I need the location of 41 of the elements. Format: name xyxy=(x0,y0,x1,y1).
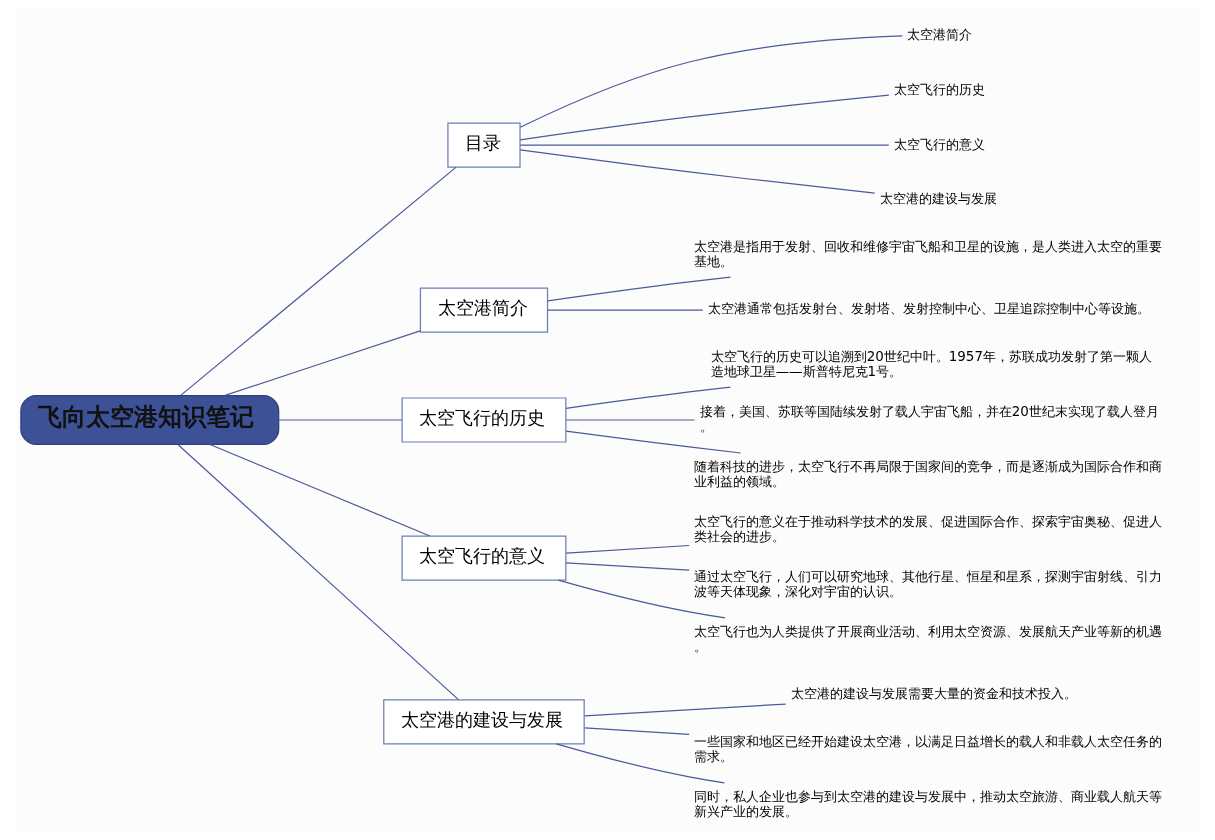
node-text: 太空港的建设与发展需要大量的资金和技术投入。 xyxy=(790,686,1077,702)
node-text: 太空港的建设与发展 xyxy=(879,191,997,207)
node-box: 太空港的建设与发展 xyxy=(382,699,585,745)
node-text: 太空港通常包括发射台、发射塔、发射控制中心、卫星追踪控制中心等设施。 xyxy=(707,301,1150,317)
connector xyxy=(557,579,726,619)
connector xyxy=(277,419,403,421)
node-box: 飞向太空港知识笔记 xyxy=(19,394,279,446)
connector xyxy=(564,386,731,409)
connector xyxy=(223,330,421,397)
connector xyxy=(179,166,456,396)
node-text: 太空飞行的意义在于推动科学技术的发展、促进国际合作、探索宇宙奥秘、促进人类社会的进步。 xyxy=(693,514,1162,544)
connector xyxy=(519,35,903,128)
connector xyxy=(177,444,459,701)
node-box: 太空飞行的意义 xyxy=(401,535,566,581)
connector xyxy=(208,443,430,537)
connector xyxy=(583,703,786,717)
node-text: 太空飞行的意义 xyxy=(893,136,985,152)
connector xyxy=(519,94,889,141)
node-text: 太空港简介 xyxy=(906,26,972,42)
node-text: 随着科技的进步，太空飞行不再局限于国家间的竞争，而是逐渐成为国际合作和商业利益的领域。 xyxy=(693,459,1162,489)
connector xyxy=(583,727,690,735)
connector xyxy=(565,419,695,421)
node-text: 接着，美国、苏联等国陆续发射了载人宇宙飞船，并在20世纪末实现了载人登月。 xyxy=(699,404,1159,434)
connector xyxy=(546,276,731,302)
connector xyxy=(519,144,889,146)
node-text: 同时，私人企业也参与到太空港的建设与发展中，推动太空旅游、商业载人航天等新兴产业的发展。 xyxy=(693,788,1162,819)
node-text: 太空飞行的历史可以追溯到20世纪中叶。1957年，苏联成功发射了第一颗人造地球卫星——斯普特尼克1号。 xyxy=(710,349,1152,379)
node-text: 一些国家和地区已经开始建设太空港，以满足日益增长的载人和非载人太空任务的需求。 xyxy=(693,734,1162,764)
connector xyxy=(565,544,690,554)
node-box: 目录 xyxy=(446,122,521,168)
node-text: 太空港是指用于发射、回收和维修宇宙飞船和卫星的设施，是人类进入太空的重要基地。 xyxy=(693,239,1162,269)
node-text: 通过太空飞行，人们可以研究地球、其他行星、恒星和星系，探测宇宙射线、引力波等天体现象，深化对宇宙的认识。 xyxy=(693,569,1162,599)
node-box: 太空飞行的历史 xyxy=(401,397,566,443)
node-text: 太空飞行的历史 xyxy=(893,81,985,97)
node-box: 太空港简介 xyxy=(419,287,548,333)
connector xyxy=(565,562,690,571)
connector xyxy=(565,430,741,454)
connector xyxy=(519,149,875,194)
node-text: 太空飞行也为人类提供了开展商业活动、利用太空资源、发展航天产业等新的机遇。 xyxy=(693,624,1162,654)
connector xyxy=(555,743,725,784)
connector xyxy=(546,309,703,311)
